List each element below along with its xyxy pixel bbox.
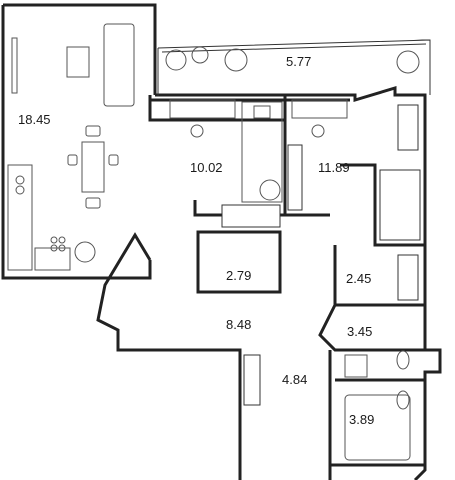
room-area-wardrobe: 2.79 (226, 268, 251, 283)
room-area-kitchen-living: 18.45 (18, 112, 51, 127)
room-area-corridor: 4.84 (282, 372, 307, 387)
room-area-bedroom-1: 10.02 (190, 160, 223, 175)
window-wardrobe-1 (287, 144, 303, 211)
room-area-hallway: 8.48 (226, 317, 251, 332)
room-area-bathroom: 3.45 (347, 324, 372, 339)
plant-icon (396, 50, 420, 74)
room-area-bath: 3.89 (349, 412, 374, 427)
balcony-chair-2 (224, 48, 248, 72)
kitchen-counter (7, 164, 33, 271)
toilet-2 (396, 390, 410, 410)
window-bedroom-2 (397, 104, 419, 151)
area-labels: 18.45 5.77 10.02 11.89 2.79 2.45 8.48 3.… (18, 54, 374, 427)
outer-walls (1, 3, 442, 480)
bed-1 (241, 101, 283, 203)
toilet-1 (396, 350, 410, 370)
window-storage (397, 254, 419, 301)
desk-2 (291, 99, 348, 119)
room-area-storage: 2.45 (346, 271, 371, 286)
bathtub (344, 394, 411, 461)
sink (34, 247, 71, 271)
balcony-chair-1 (165, 49, 187, 71)
plant-icon (259, 179, 281, 201)
tv-unit (11, 37, 18, 94)
window-bedroom-1 (221, 204, 281, 228)
plants (74, 50, 420, 263)
balcony-table (191, 46, 209, 64)
sofa (103, 23, 135, 107)
desk-1 (169, 99, 236, 119)
room-area-bedroom-2: 11.89 (318, 160, 350, 175)
coffee-table (66, 46, 90, 78)
window-corridor (243, 354, 261, 406)
furniture (7, 23, 411, 461)
room-area-balcony: 5.77 (286, 54, 311, 69)
washbasin (344, 354, 368, 378)
windows (221, 104, 419, 406)
dining-table (81, 141, 105, 193)
plant-icon (74, 241, 96, 263)
interior-walls (148, 95, 425, 382)
